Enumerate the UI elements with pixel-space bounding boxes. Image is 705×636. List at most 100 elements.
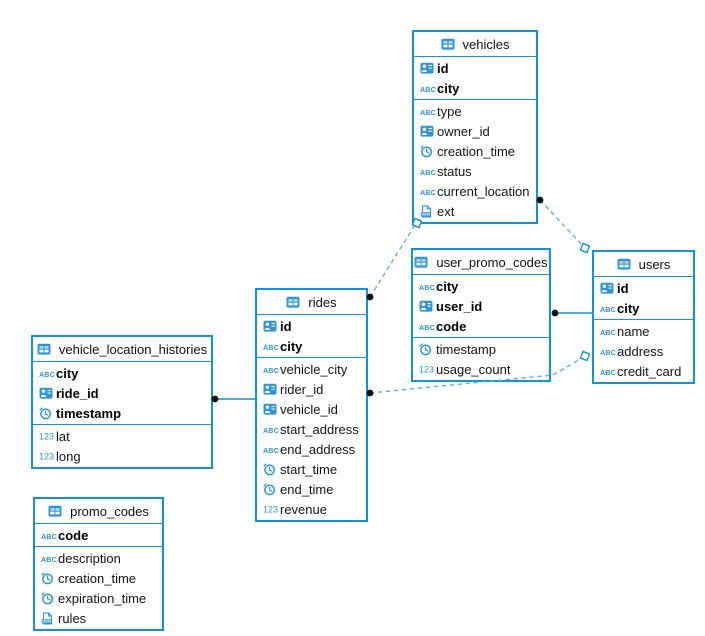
- column-row-timestamp[interactable]: timestamp: [413, 339, 549, 359]
- clock-icon: [41, 571, 58, 585]
- svg-text:ABC: ABC: [600, 327, 616, 336]
- person-id-icon: [600, 282, 617, 294]
- column-label: city: [436, 278, 459, 294]
- column-label: lat: [56, 428, 70, 444]
- relationship-rides-to-vehicles: [369, 224, 416, 298]
- table-grid-icon: [617, 258, 634, 270]
- column-label: id: [617, 280, 629, 296]
- table-grid-icon: [441, 38, 458, 50]
- num-123-icon: 123: [39, 450, 56, 462]
- column-label: code: [58, 527, 89, 543]
- person-id-icon: [419, 300, 436, 312]
- svg-text:ABC: ABC: [600, 347, 616, 356]
- abc-text-icon: ABC: [600, 303, 617, 314]
- person-id-icon: [263, 320, 280, 332]
- column-row-user_id[interactable]: user_id: [413, 296, 549, 316]
- column-row-end_time[interactable]: end_time: [257, 479, 366, 499]
- person-id-icon: [263, 403, 280, 415]
- table-header[interactable]: vehicle_location_histories: [33, 337, 211, 361]
- column-row-creation_time[interactable]: creation_time: [35, 568, 162, 588]
- column-row-vehicle_id[interactable]: vehicle_id: [257, 399, 366, 419]
- column-row-rider_id[interactable]: rider_id: [257, 379, 366, 399]
- column-label: id: [437, 60, 449, 76]
- table-header[interactable]: promo_codes: [35, 499, 162, 523]
- column-row-timestamp[interactable]: timestamp: [33, 403, 211, 423]
- column-row-id[interactable]: id: [414, 58, 536, 78]
- abc-text-icon: ABC: [420, 106, 437, 117]
- table-grid-icon: [48, 505, 65, 517]
- fk-end-marker: [579, 350, 591, 362]
- table-header[interactable]: user_promo_codes: [413, 250, 549, 274]
- abc-text-icon: ABC: [263, 444, 280, 455]
- abc-text-icon: ABC: [263, 364, 280, 375]
- column-row-owner_id[interactable]: owner_id: [414, 121, 536, 141]
- column-row-expiration_time[interactable]: expiration_time: [35, 588, 162, 608]
- clock-icon: [419, 342, 436, 356]
- column-label: credit_card: [617, 363, 682, 379]
- abc-text-icon: ABC: [263, 341, 280, 352]
- svg-text:ABC: ABC: [263, 425, 279, 434]
- column-label: city: [56, 365, 79, 381]
- column-label: timestamp: [56, 405, 122, 421]
- person-id-icon: [420, 62, 437, 74]
- column-label: ride_id: [56, 385, 99, 401]
- column-row-start_time[interactable]: start_time: [257, 459, 366, 479]
- table-name: users: [638, 256, 671, 272]
- column-label: rules: [58, 610, 87, 626]
- column-row-id[interactable]: id: [594, 278, 693, 298]
- clock-icon: [41, 591, 58, 605]
- svg-text:ABC: ABC: [600, 304, 616, 313]
- svg-text:ABC: ABC: [420, 107, 436, 116]
- column-label: end_address: [280, 441, 356, 457]
- table-header[interactable]: users: [594, 252, 693, 276]
- column-label: start_address: [280, 421, 359, 437]
- column-label: usage_count: [436, 361, 511, 377]
- column-label: address: [617, 343, 664, 359]
- column-label: owner_id: [437, 123, 490, 139]
- column-label: id: [280, 318, 292, 334]
- column-row-rules[interactable]: JSON rules: [35, 608, 162, 628]
- table-header[interactable]: vehicles: [414, 32, 536, 56]
- column-row-id[interactable]: id: [257, 316, 366, 336]
- column-row-creation_time[interactable]: creation_time: [414, 141, 536, 161]
- svg-text:JSON: JSON: [42, 619, 52, 623]
- table-grid-icon: [414, 256, 431, 268]
- table-header[interactable]: rides: [257, 290, 366, 314]
- column-row-ride_id[interactable]: ride_id: [33, 383, 211, 403]
- svg-text:ABC: ABC: [419, 322, 435, 331]
